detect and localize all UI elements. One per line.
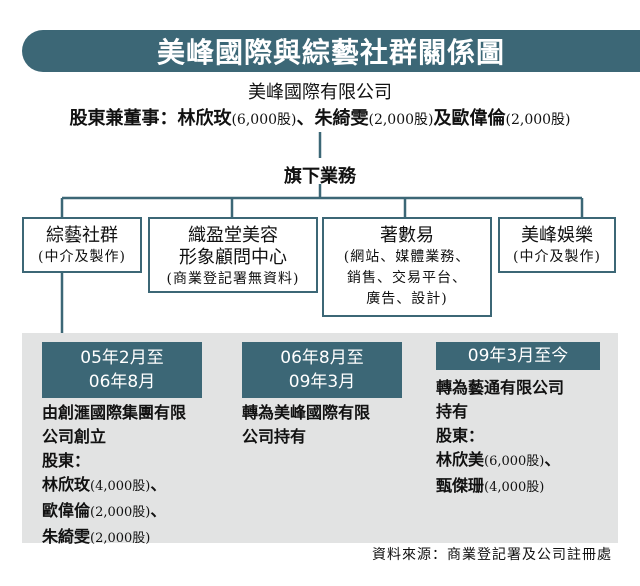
period-header-3: 09年3月至今 [436, 342, 600, 370]
holder-shares: (2,000股) [90, 505, 151, 520]
holder-line: 歐偉倫(2,000股)、 [42, 499, 232, 525]
holder-name: 林欣美 [436, 450, 485, 469]
holder-shares: (4,000股) [484, 480, 545, 495]
business-description: (中介及製作) [38, 249, 126, 265]
business-description: (中介及製作) [513, 249, 601, 265]
holder-line: 朱綺雯(2,000股) [42, 525, 232, 551]
shareholder-shares: (6,000股) [231, 112, 297, 128]
holder-separator: 、 [150, 501, 167, 520]
period-line: 09年3月至今 [467, 346, 569, 366]
shareholder-name: 林欣玫 [177, 108, 232, 129]
holder-shares: (2,000股) [90, 531, 151, 546]
business-name: 織盈堂美容 [188, 225, 278, 246]
history-line: 公司創立 [42, 427, 107, 446]
history-column-1: 由創滙國際集團有限 公司創立 股東： 林欣玫(4,000股)、 歐偉倫(2,00… [42, 401, 232, 551]
business-name: 美峰娛樂 [521, 225, 593, 246]
business-box-beauty-centre: 織盈堂美容 形象顧問中心 (商業登記署無資料) [148, 217, 318, 293]
history-line: 持有 [436, 402, 469, 421]
holder-shares: (4,000股) [90, 479, 151, 494]
subsidiaries-label: 旗下業務 [284, 166, 356, 187]
holder-separator: 、 [544, 450, 561, 469]
business-name-line2: 形象顧問中心 [179, 247, 287, 268]
period-line: 06年8月至 [280, 348, 364, 368]
business-name: 著數易 [380, 225, 434, 246]
business-description-line3: 廣告、設計) [366, 291, 448, 307]
history-line: 由創滙國際集團有限 [42, 403, 187, 422]
history-line: 公司持有 [242, 427, 307, 446]
parent-shareholders: 股東兼董事：林欣玫(6,000股)、朱綺雯(2,000股)及歐偉倫(2,000股… [0, 104, 640, 130]
history-line: 股東： [436, 426, 485, 445]
holder-name: 朱綺雯 [42, 527, 91, 546]
shareholder-name: 歐偉倫 [451, 108, 506, 129]
history-column-3: 轉為藝通有限公司 持有 股東： 林欣美(6,000股)、 甄傑珊(4,000股) [436, 376, 626, 500]
shareholder-separator: 及 [433, 108, 452, 129]
holder-shares: (6,000股) [484, 454, 545, 469]
shareholder-name: 朱綺雯 [314, 108, 369, 129]
business-name: 綜藝社群 [46, 225, 118, 246]
shareholder-separator: 、 [296, 108, 315, 129]
parent-company-name: 美峰國際有限公司 [248, 82, 392, 103]
business-box-entertainment: 美峰娛樂 (中介及製作) [498, 217, 616, 273]
period-line: 09年3月 [288, 372, 356, 392]
business-description: (商業登記署無資料) [166, 271, 300, 287]
shareholder-shares: (2,000股) [368, 112, 434, 128]
history-column-2: 轉為美峰國際有限 公司持有 [242, 401, 422, 449]
holder-line: 甄傑珊(4,000股) [436, 474, 626, 500]
period-line: 05年2月至 [80, 348, 164, 368]
business-box-deals-platform: 著數易 (網站、媒體業務、 銷售、交易平台、 廣告、設計) [322, 217, 492, 317]
source-note: 資料來源：商業登記署及公司註冊處 [372, 547, 612, 563]
holder-line: 林欣玫(4,000股)、 [42, 473, 232, 499]
business-description-line2: 銷售、交易平台、 [347, 270, 467, 286]
history-line: 股東： [42, 451, 91, 470]
holder-name: 甄傑珊 [436, 476, 485, 495]
period-line: 06年8月 [88, 372, 156, 392]
history-line: 轉為藝通有限公司 [436, 378, 565, 397]
title-banner: 美峰國際與綜藝社群關係圖 [22, 30, 640, 72]
shareholder-shares: (2,000股) [505, 112, 571, 128]
holder-name: 林欣玫 [42, 475, 91, 494]
holder-line: 林欣美(6,000股)、 [436, 448, 626, 474]
shareholders-label: 股東兼董事： [69, 108, 178, 129]
business-box-variety-community: 綜藝社群 (中介及製作) [22, 217, 142, 273]
business-description-line1: (網站、媒體業務、 [343, 249, 471, 265]
holder-separator: 、 [150, 475, 167, 494]
period-header-1: 05年2月至 06年8月 [42, 342, 202, 398]
history-line: 轉為美峰國際有限 [242, 403, 371, 422]
diagram-title: 美峰國際與綜藝社群關係圖 [156, 36, 505, 69]
holder-name: 歐偉倫 [42, 501, 91, 520]
period-header-2: 06年8月至 09年3月 [242, 342, 402, 398]
